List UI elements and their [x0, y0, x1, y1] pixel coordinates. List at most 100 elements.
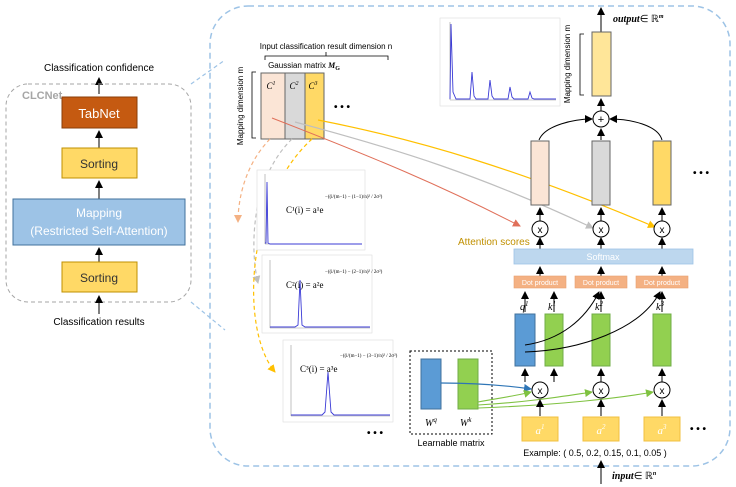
formula-1-exponent: −((i/(m−1) − (1−1)/n)² / 2σ²): [325, 194, 383, 200]
clcnet-label: CLCNet: [22, 90, 63, 102]
tabnet-box: [61, 96, 138, 129]
formula-1: C¹(i) = a¹e: [286, 205, 323, 215]
plot-1: C¹(i) = a¹e −((i/(m−1) − (1−1)/n)² / 2σ²…: [256, 169, 383, 251]
wq-to-x1-arrow: [440, 382, 532, 392]
plot-2: C²(i) = a²e −((i/(m−1) − (2−1)/n)² / 2σ²…: [261, 254, 383, 334]
zoom-connector-bottom: [190, 301, 226, 331]
k1-vector: [544, 313, 564, 367]
dashed-arrow-col2-plot2: [252, 138, 293, 284]
k1-label: k1: [548, 300, 556, 313]
dashed-arrow-col1-plot1: [234, 138, 271, 223]
k2-label: k2: [595, 300, 603, 313]
gaussian-matrix-section: Input classification result dimension n …: [236, 42, 392, 145]
k3-vector: [652, 313, 672, 367]
mapping-label-line2: (Restricted Self-Attention): [30, 224, 167, 238]
formula-2-exponent: −((i/(m−1) − (2−1)/n)² / 2σ²): [325, 269, 383, 275]
q1-label: q1: [520, 300, 529, 313]
input-a2-label: a2: [597, 423, 607, 437]
sorting-bottom-box: [61, 261, 138, 293]
input-a3: [643, 416, 681, 442]
learnable-matrix-label: Learnable matrix: [417, 438, 485, 448]
plots-ellipsis: • • •: [367, 428, 384, 439]
matrix-col-1: [260, 72, 286, 140]
sorting-top-box: [61, 147, 138, 179]
matrix-ellipsis: • • •: [334, 102, 351, 113]
gaussian-matrix-label: Gaussian matrix MG: [268, 61, 340, 72]
input-a2: [582, 416, 620, 442]
sum-node: [592, 110, 610, 128]
arrow-v1-to-sum: [538, 115, 593, 141]
example-label: Example: ( 0.5, 0.2, 0.15, 0.1, 0.05 ): [523, 448, 667, 458]
input-label: input∈ ℝn: [612, 471, 657, 482]
input-a1-label: a1: [536, 423, 545, 437]
sum-symbol: +: [598, 114, 604, 126]
classification-results-label: Classification results: [53, 317, 144, 328]
col-2-label: C2: [289, 81, 298, 91]
projection-symbol-1: x: [538, 386, 543, 397]
classification-confidence-label: Classification confidence: [44, 63, 154, 74]
output-section: output∈ ℝm Mapping dimension m +: [563, 7, 664, 128]
col-1-label: C1: [266, 81, 275, 91]
inputs-ellipsis: • • •: [690, 424, 707, 435]
plot-1-frame: [256, 169, 366, 251]
dot-product-3-label: Dot product: [644, 280, 680, 287]
input-dim-n-label: Input classification result dimension n: [260, 42, 393, 51]
input-a1: [521, 416, 559, 442]
arrow-col2-to-x2: [294, 121, 594, 229]
dim-m-bracket: [251, 71, 256, 139]
input-a3-label: a3: [658, 423, 668, 437]
projection-node-3: [653, 381, 671, 399]
dot-product-2: [574, 275, 628, 289]
wk-to-x2-arrow: [477, 389, 593, 406]
q1-to-dot3-arrow: [524, 291, 661, 353]
multiply-symbol-1: x: [538, 225, 543, 236]
dot-product-3: [635, 275, 689, 289]
zoom-connector-top: [190, 59, 226, 85]
q1-vector: [514, 313, 536, 367]
attention-multiply-nodes: x x x Attention scores: [458, 220, 671, 249]
multiply-symbol-3: x: [660, 225, 665, 236]
mapping-dim-m-label: Mapping dimension m: [236, 67, 245, 146]
multiply-symbol-2: x: [599, 225, 604, 236]
plot-2-frame: [261, 254, 373, 334]
k2-vector: [591, 313, 611, 367]
projection-symbol-3: x: [660, 386, 665, 397]
mapping-label-line1: Mapping: [76, 206, 122, 220]
left-panel: Classification confidence CLCNet TabNet …: [5, 63, 192, 328]
formula-3-exponent: −((i/(m−1) − (3−1)/n)² / 2σ²): [340, 353, 398, 359]
weighted-vectors: • • •: [530, 115, 710, 221]
matrix-col-3: [304, 72, 325, 140]
sorting-top-label: Sorting: [80, 157, 118, 171]
dim-n-brace: [264, 52, 389, 60]
wq-label: Wq: [425, 416, 437, 429]
projection-node-1: [531, 381, 549, 399]
plot-3-frame: [282, 339, 394, 423]
k3-label: k3: [656, 300, 664, 313]
dot-products: Dot product Dot product Dot product: [513, 266, 689, 312]
plot-1-curve: [265, 181, 362, 245]
wk-to-x3-arrow: [477, 389, 654, 409]
output-label: output∈ ℝm: [613, 14, 664, 25]
wk-label: Wk: [460, 416, 472, 429]
dot-product-2-label: Dot product: [583, 280, 619, 287]
output-vector: [591, 31, 612, 97]
tabnet-label: TabNet: [78, 106, 120, 121]
output-plot-curve: [449, 23, 556, 100]
col-3-label: C3: [308, 81, 317, 91]
q1-to-dot2-arrow: [524, 291, 600, 346]
input-tokens: a1 a2 a3 • • •: [521, 399, 707, 442]
vectors-ellipsis: • • •: [693, 168, 710, 179]
arrow-col3-to-x3: [317, 119, 656, 228]
weighted-vector-1: [530, 140, 550, 206]
output-dim-bracket: [579, 33, 584, 96]
softmax-bar: [513, 248, 694, 265]
wk-to-x1-arrow: [477, 389, 532, 403]
plot-2-curve: [270, 279, 370, 328]
clcnet-group: [5, 83, 192, 303]
wq-matrix: [420, 358, 442, 410]
dot-product-1-label: Dot product: [522, 280, 558, 287]
detail-panel: [209, 5, 731, 467]
output-dim-m-label: Mapping dimension m: [563, 25, 572, 104]
plot-3: C³(i) = a³e −((i/(m−1) − (3−1)/n)² / 2σ²…: [282, 339, 398, 439]
